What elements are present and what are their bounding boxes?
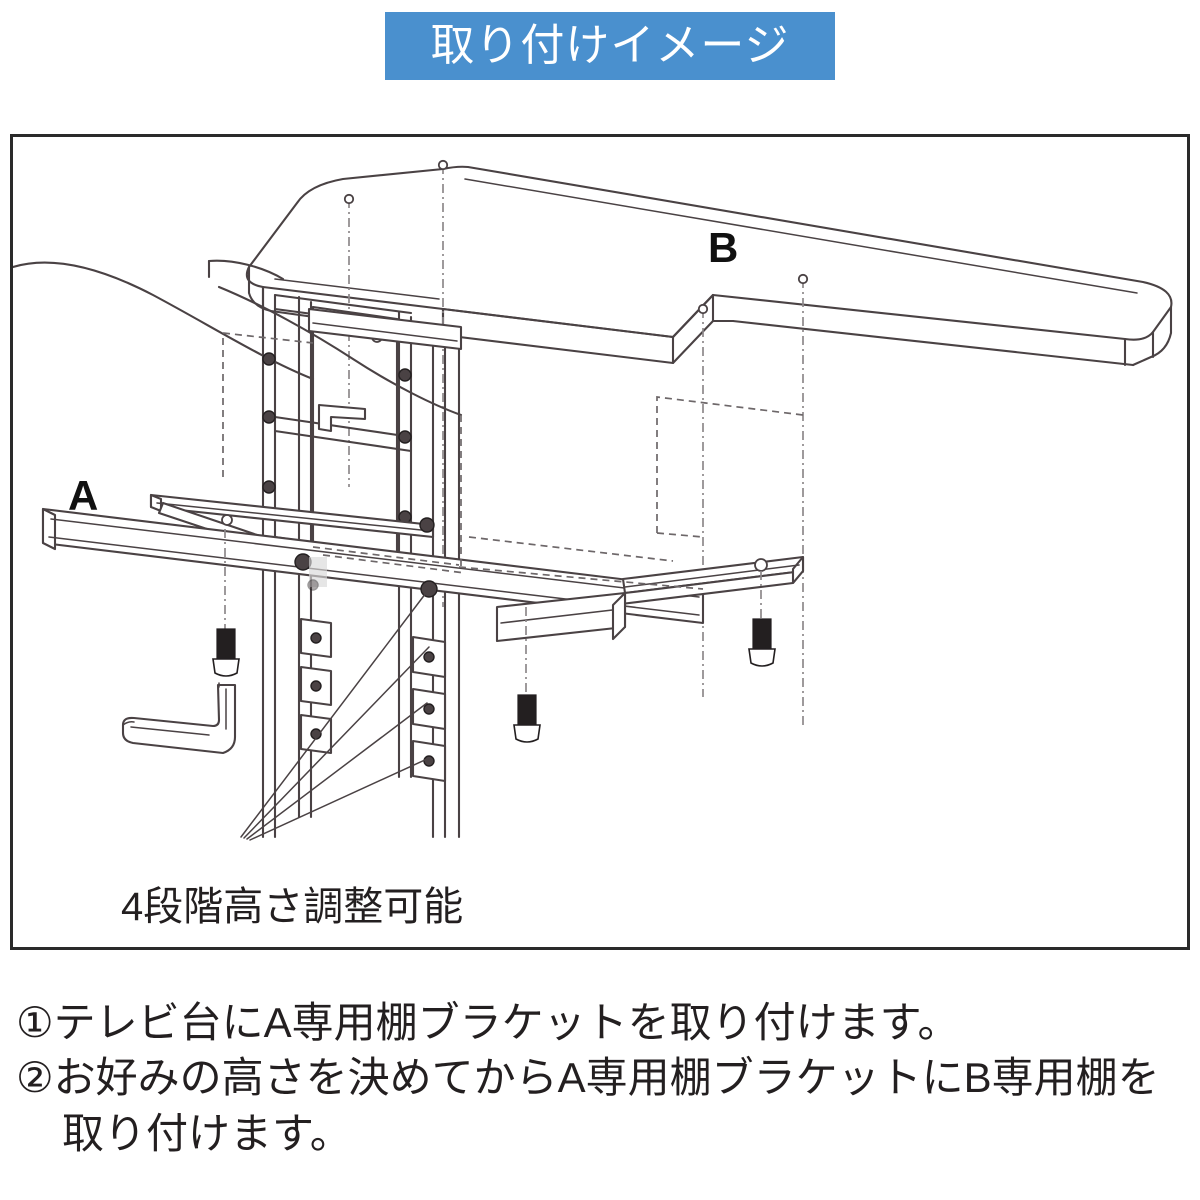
height-adjust-caption: 4段階高さ調整可能 (121, 885, 464, 929)
bolt-right (748, 571, 776, 667)
shelf-label-b: B (708, 224, 739, 271)
installation-diagram-illustration: .ln { fill:none; stroke:#4a4244; stroke-… (13, 159, 1173, 841)
instruction-step-2: ②お好みの高さを決めてからA専用棚ブラケットにB専用棚を (16, 1054, 1160, 1102)
instruction-step-1: ①テレビ台にA専用棚ブラケットを取り付けます。 (16, 999, 960, 1046)
banner-title: 取り付けイメージ (430, 21, 790, 70)
projection-guides (222, 332, 804, 590)
shelf-hole-center-lines (343, 159, 809, 729)
bracket-label-a: A (68, 472, 99, 519)
height-adjust-hole-plates-right (411, 635, 447, 783)
installation-image-banner: 取り付けイメージ (385, 12, 835, 80)
height-adjust-hole-plates-left (299, 617, 333, 755)
bolt-center (513, 607, 541, 743)
installation-diagram-frame: .ln { fill:none; stroke:#4a4244; stroke-… (10, 134, 1190, 950)
height-adjust-leader-lines (240, 588, 430, 841)
hex-key-icon (121, 682, 237, 755)
instruction-list: ①テレビ台にA専用棚ブラケットを取り付けます。 ②お好みの高さを決めてからA専用… (16, 995, 1186, 1161)
instruction-step-2-continued: 取り付けます。 (62, 1109, 352, 1157)
bolt-left (212, 529, 240, 677)
bracket-arm-right-stub (611, 591, 627, 641)
